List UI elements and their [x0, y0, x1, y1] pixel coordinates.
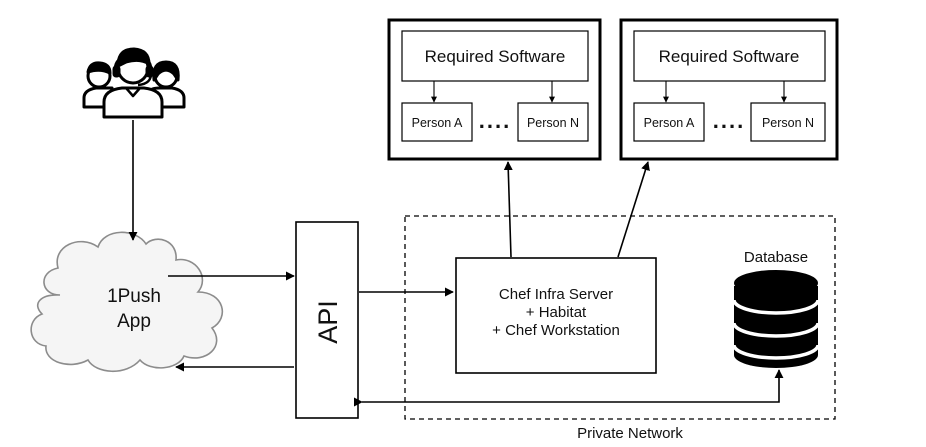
software-group-1-person-a: Person A [412, 116, 463, 130]
database-label: Database [744, 249, 808, 266]
private-network-label: Private Network [577, 425, 683, 442]
cloud-icon [30, 231, 223, 372]
software-group-2-title: Required Software [659, 47, 800, 66]
software-group-2-person-a: Person A [644, 116, 695, 130]
cloud-label-line2: App [117, 311, 151, 332]
software-group-1-person-n: Person N [527, 116, 579, 130]
private-network-boundary [404, 215, 836, 420]
arrow-api-database-link [353, 369, 784, 407]
software-group-1-title: Required Software [425, 47, 566, 66]
api-label: API [313, 300, 343, 344]
api-box [295, 221, 359, 419]
cloud-label-line1: 1Push [107, 286, 161, 307]
software-group-2: Required Software Person A .... Person N [619, 18, 839, 161]
users-group-icon [82, 47, 186, 119]
software-group-1: Required Software Person A .... Person N [387, 18, 602, 161]
chef-server-box [455, 257, 657, 374]
software-group-2-person-n: Person N [762, 116, 814, 130]
arrow-chef-to-software-group-1 [503, 161, 513, 258]
database-icon [732, 270, 820, 368]
software-group-2-dots: .... [713, 108, 745, 133]
software-group-1-dots: .... [479, 108, 511, 133]
arrow-chef-to-software-group-2 [617, 161, 650, 258]
chef-server-line3: + Chef Workstation [492, 322, 620, 339]
chef-server-line2: + Habitat [526, 304, 587, 321]
chef-server-line1: Chef Infra Server [499, 286, 613, 303]
